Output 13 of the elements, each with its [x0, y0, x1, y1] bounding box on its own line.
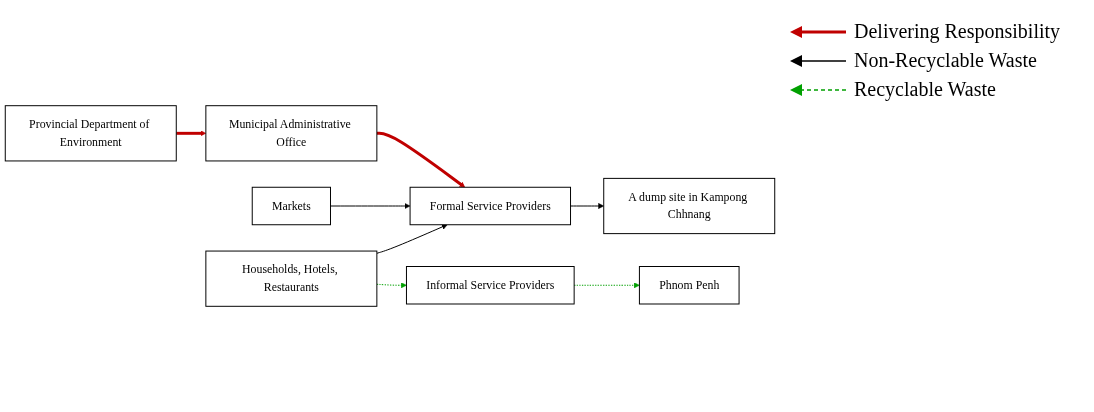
node-box: Provincial Department of Environment [4, 105, 177, 162]
node-box: Municipal Administrative Office [205, 105, 378, 162]
node-box: Households, Hotels, Restaurants [205, 250, 378, 307]
node-box: A dump site in Kampong Chhnang [603, 177, 776, 235]
node-box: Informal Service Providers [405, 266, 575, 305]
legend-label: Non-Recyclable Waste [854, 49, 1037, 72]
arrow [176, 130, 207, 137]
node-box: Formal Service Providers [409, 186, 572, 226]
arrow [376, 131, 466, 188]
legend-label: Recyclable Waste [854, 78, 996, 101]
node-box: Phnom Penh [638, 266, 740, 305]
legend-label: Delivering Responsibility [854, 20, 1061, 43]
node-box: Markets [251, 186, 331, 226]
